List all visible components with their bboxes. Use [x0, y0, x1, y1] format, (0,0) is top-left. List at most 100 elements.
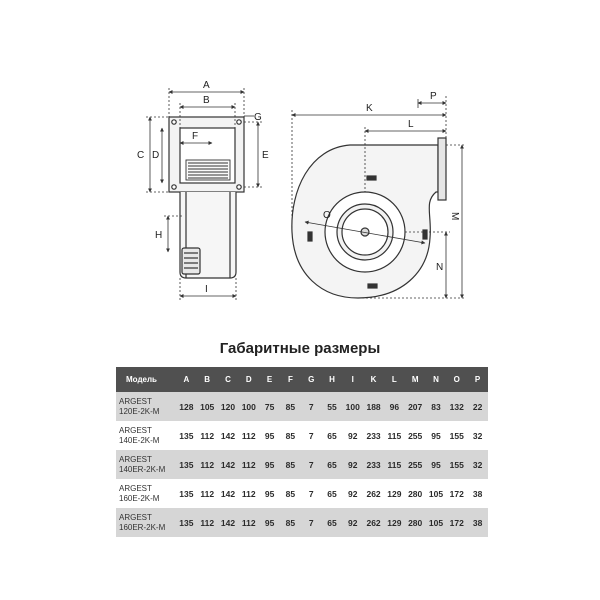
value-cell-g: 7 — [300, 450, 322, 479]
value-cell-n: 95 — [431, 430, 441, 441]
model-code: 140E-2K-M — [119, 435, 160, 445]
value-cell-b: 112 — [196, 450, 218, 479]
value-cell-i: 92 — [342, 450, 364, 479]
model-brand: ARGEST — [119, 512, 152, 522]
value-cell-i: 92 — [342, 508, 364, 537]
value-cell-n: 105 — [428, 488, 444, 499]
model-code: 160E-2K-M — [119, 493, 160, 503]
model-brand: ARGEST — [119, 483, 152, 493]
column-header-p: P — [467, 367, 488, 392]
value-cell-g: 7 — [308, 488, 314, 499]
dim-label-c: C — [137, 150, 144, 161]
model-brand: ARGEST — [119, 454, 152, 464]
dim-label-l: L — [408, 119, 414, 130]
housing-clip — [366, 175, 377, 181]
value-cell-c: 142 — [217, 450, 239, 479]
dim-label-m: M — [449, 212, 460, 220]
front-view — [168, 116, 245, 279]
value-cell-a: 135 — [179, 488, 194, 499]
column-header-l: L — [383, 367, 405, 392]
value-cell-g: 7 — [300, 392, 322, 421]
dim-label-g: G — [254, 112, 262, 123]
value-cell-c: 120 — [217, 392, 239, 421]
value-cell-c: 142 — [217, 508, 239, 537]
diameter-line — [304, 220, 426, 245]
value-cell-e: 95 — [264, 488, 275, 499]
value-cell-l: 115 — [383, 450, 405, 479]
column-header-m: M — [404, 367, 426, 392]
dim-label-i: I — [205, 284, 208, 295]
value-cell-a: 128 — [176, 392, 197, 421]
value-cell-i: 92 — [348, 488, 358, 499]
value-cell-k: 233 — [366, 430, 381, 441]
value-cell-l: 129 — [387, 488, 402, 499]
column-header-model: Модель — [116, 367, 176, 392]
value-cell-o: 155 — [446, 450, 468, 479]
model-brand: ARGEST — [119, 396, 152, 406]
side-view — [291, 137, 447, 299]
value-cell-i: 92 — [348, 430, 358, 441]
value-cell-l: 96 — [383, 392, 405, 421]
dim-label-d: D — [152, 150, 159, 161]
value-cell-d: 112 — [238, 450, 260, 479]
column-header-n: N — [425, 367, 447, 392]
value-cell-h: 65 — [321, 508, 343, 537]
value-cell-f: 85 — [279, 508, 301, 537]
model-code: 120E-2K-M — [119, 406, 160, 416]
value-cell-f: 85 — [279, 392, 301, 421]
dim-label-e: E — [262, 150, 269, 161]
value-cell-d: 112 — [241, 430, 256, 441]
value-cell-b: 112 — [200, 430, 215, 441]
value-cell-b: 105 — [196, 392, 218, 421]
value-cell-o: 172 — [446, 508, 468, 537]
outlet-grille — [185, 159, 231, 181]
value-cell-n: 105 — [425, 508, 447, 537]
value-cell-k: 188 — [363, 392, 384, 421]
column-header-e: E — [259, 367, 280, 392]
value-cell-m: 255 — [404, 450, 426, 479]
mount-hole — [171, 119, 177, 125]
value-cell-o: 172 — [449, 488, 464, 499]
column-header-d: D — [238, 367, 260, 392]
column-header-h: H — [321, 367, 343, 392]
dimension-letters: A B C D E F G H I K L M N O P — [137, 80, 460, 295]
front-dimensions — [146, 88, 262, 300]
value-cell-p: 38 — [472, 488, 483, 499]
dim-label-a: A — [203, 80, 210, 91]
value-cell-f: 85 — [279, 450, 301, 479]
column-header-c: C — [217, 367, 239, 392]
value-cell-k: 262 — [363, 508, 384, 537]
value-cell-m: 255 — [408, 430, 423, 441]
value-cell-d: 112 — [238, 508, 260, 537]
dim-label-k: K — [366, 103, 373, 114]
column-header-a: A — [176, 367, 197, 392]
value-cell-l: 129 — [383, 508, 405, 537]
value-cell-h: 65 — [327, 488, 337, 499]
housing-clip — [367, 283, 378, 289]
value-cell-h: 65 — [321, 450, 343, 479]
value-cell-m: 207 — [404, 392, 426, 421]
value-cell-e: 95 — [259, 450, 280, 479]
value-cell-g: 7 — [300, 508, 322, 537]
mount-hole — [171, 184, 177, 190]
value-cell-h: 55 — [321, 392, 343, 421]
value-cell-i: 100 — [342, 392, 364, 421]
value-cell-f: 85 — [285, 430, 296, 441]
value-cell-d: 100 — [238, 392, 260, 421]
value-cell-p: 22 — [467, 392, 488, 421]
column-header-f: F — [279, 367, 301, 392]
housing-clip — [307, 231, 313, 242]
dim-label-b: B — [203, 95, 210, 106]
value-cell-h: 65 — [327, 430, 337, 441]
